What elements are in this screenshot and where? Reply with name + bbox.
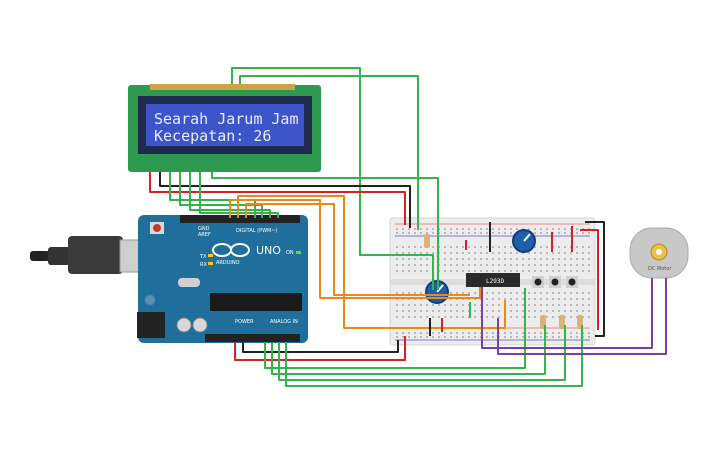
wire-analog-a2[interactable] [278, 325, 566, 381]
power-led [296, 251, 301, 254]
wire-motor-purple-2[interactable] [497, 278, 667, 355]
resistor-2[interactable] [559, 315, 565, 329]
analog-label: ANALOG IN [270, 319, 298, 325]
push-button-3-cap [568, 278, 576, 286]
on-label: ON [286, 250, 294, 256]
aref-label: AREF [198, 232, 211, 238]
usb-plug-tip [30, 251, 50, 261]
usb-plug-body [48, 247, 70, 265]
push-button-2-cap [551, 278, 559, 286]
mount-hole [144, 294, 156, 306]
rx-label: RX [200, 262, 207, 268]
capacitor-1 [176, 317, 192, 333]
tx-led [208, 254, 213, 257]
dc-motor[interactable]: DC Motor [629, 227, 689, 279]
tx-label: TX [199, 254, 207, 260]
l293d-chip [466, 273, 520, 287]
arduino-model-text: UNO [256, 244, 281, 257]
lcd-pin-header[interactable] [150, 84, 295, 90]
wire-orange-2[interactable] [237, 195, 506, 329]
atmega-chip [210, 293, 302, 311]
lcd-line-1: Searah Jarum Jam [154, 110, 299, 128]
dc-motor-shaft-center [656, 249, 662, 255]
wires[interactable] [149, 67, 667, 387]
power-analog-header[interactable] [205, 334, 300, 342]
wire-analog-a3[interactable] [285, 325, 583, 387]
wire-power-black[interactable] [242, 340, 399, 353]
wire-lcd-green-1[interactable] [231, 67, 434, 290]
push-buttons[interactable] [532, 276, 578, 288]
rx-led [208, 262, 213, 265]
potentiometer-2-indicator [436, 284, 444, 293]
push-button-1-cap [534, 278, 542, 286]
wire-lcd-green-3[interactable] [211, 172, 439, 290]
wire-analog-a0[interactable] [264, 288, 526, 369]
lcd-module[interactable]: Searah Jarum Jam Kecepatan: 26 [128, 84, 321, 172]
arduino-brand-text: ARDUINO [216, 260, 240, 266]
potentiometer-1-indicator [523, 233, 531, 242]
wire-lcd-black[interactable] [159, 172, 411, 228]
wire-motor-purple-1[interactable] [481, 278, 653, 349]
gnd-label: GND [198, 226, 210, 232]
wire-orange-3[interactable] [245, 203, 470, 296]
power-jack[interactable] [137, 312, 165, 338]
resistor-lcd[interactable] [424, 234, 430, 248]
capacitor-2 [192, 317, 208, 333]
wire-bb-black-2[interactable] [585, 221, 605, 337]
crystal [178, 278, 200, 287]
arduino-logo-icon [212, 243, 250, 257]
potentiometer-1[interactable] [512, 229, 536, 253]
l293d-chip-label: L293D [486, 278, 504, 285]
lcd-screen [146, 104, 304, 146]
wire-lcd-green-2[interactable] [239, 75, 419, 230]
digital-label: DIGITAL (PWM~) [236, 228, 278, 234]
arduino-uno[interactable]: ARDUINO UNO DIGITAL (PWM~) POWER ANALOG … [137, 215, 308, 343]
power-label: POWER [235, 319, 254, 325]
reset-button-cap [153, 224, 161, 232]
wire-orange-1[interactable] [229, 199, 481, 299]
wire-lcd-d5[interactable] [179, 172, 263, 218]
dc-motor-label: DC Motor [648, 266, 672, 272]
wire-lcd-red[interactable] [149, 172, 406, 225]
wire-bb-red-4[interactable] [580, 229, 599, 330]
wire-power-red[interactable] [234, 336, 406, 361]
wire-analog-a1[interactable] [271, 325, 546, 375]
l293d-chip-group[interactable]: L293D [466, 273, 520, 287]
digital-header[interactable] [180, 215, 300, 223]
lcd-line-2: Kecepatan: 26 [154, 127, 271, 145]
usb-plug-head [68, 236, 123, 274]
